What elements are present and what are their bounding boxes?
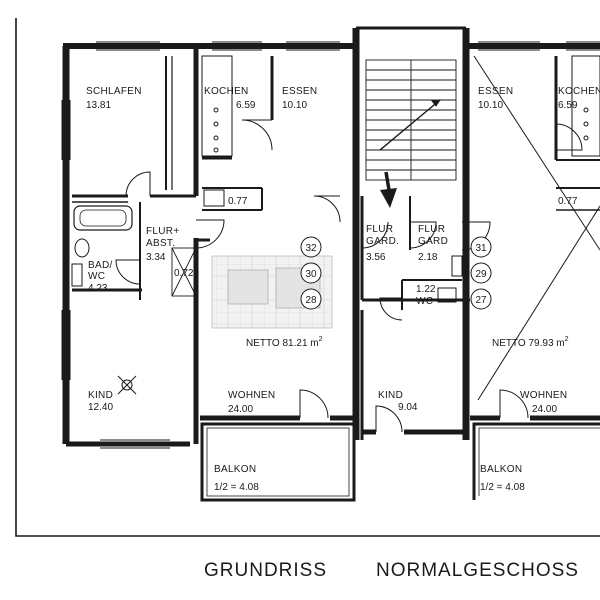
room-area: 13.81 (86, 100, 111, 111)
room-essen-left: ESSEN 10.10 (282, 86, 317, 111)
room-kochen-left: KOCHEN 6.59 (204, 86, 256, 111)
kitchen-fixtures-right (571, 55, 600, 157)
room-area: 1/2 = 4.08 (480, 482, 525, 493)
caption-left: GRUNDRISS (204, 560, 327, 581)
netto-area-right: NETTO 79.93 m2 (492, 336, 569, 349)
room-area: 6.59 (236, 100, 256, 111)
circle-marker: 28 (305, 295, 317, 306)
room-label: KOCHEN (204, 86, 249, 97)
wc-fixtures (437, 255, 463, 303)
room-kind-left: KIND 12.40 (88, 390, 113, 413)
room-area: 6.59 (558, 100, 578, 111)
circle-marker: 27 (475, 295, 487, 306)
netto-label: NETTO 79.93 m2 (492, 336, 569, 349)
storage-area: 0.72 (174, 268, 194, 279)
room-label: SCHLAFEN (86, 86, 142, 97)
room-label: BALKON (214, 464, 256, 475)
netto-area-left: NETTO 81.21 m2 (246, 336, 323, 349)
wash-basin-icon (71, 263, 83, 287)
caption-right: NORMALGESCHOSS (376, 560, 579, 581)
room-kochen-right: KOCHEN 6.59 (558, 86, 600, 111)
room-label: KOCHEN (558, 86, 600, 97)
kitchen-fixtures-left (201, 55, 233, 207)
room-essen-right: ESSEN 10.10 (478, 86, 513, 111)
room-wohnen-left: WOHNEN 24.00 (228, 390, 275, 415)
balcony-right (472, 422, 600, 500)
room-label: WOHNEN (228, 390, 275, 401)
room-bad-wc: BAD/ WC 4.23 (88, 260, 113, 294)
room-label: BAD/ (88, 260, 113, 271)
room-area: 1.22 (416, 284, 436, 295)
room-area: 10.10 (282, 100, 307, 111)
circle-marker: 30 (305, 269, 317, 280)
circle-marker: 29 (475, 269, 487, 280)
room-wc-middle: 1.22 WC (416, 284, 436, 307)
room-schlafen: SCHLAFEN 13.81 (86, 86, 142, 111)
storage-cross (171, 247, 197, 297)
room-label: FLUR (366, 224, 393, 235)
exterior-walls (62, 26, 600, 447)
entrance-arrow-icon (380, 171, 397, 208)
room-label: ABST. (146, 238, 175, 249)
diagonal-reference-lines (473, 55, 600, 401)
balcony-left (200, 422, 356, 502)
cupboard-area: 0.77 (558, 196, 578, 207)
cupboard-area-right: 0.77 (558, 196, 578, 207)
room-label: KIND (378, 390, 403, 401)
room-area: 24.00 (532, 404, 557, 415)
room-flur-gard-b: FLUR GARD 2.18 (418, 224, 448, 263)
room-label: BALKON (480, 464, 522, 475)
room-balkon-left: BALKON 1/2 = 4.08 (214, 464, 259, 493)
room-balkon-right: BALKON 1/2 = 4.08 (480, 464, 525, 493)
drawing-frame (15, 18, 600, 537)
room-flur-abst: FLUR+ ABST. 3.34 (146, 226, 179, 263)
room-area: 3.34 (146, 252, 166, 263)
room-wohnen-right: WOHNEN 24.00 (520, 390, 567, 415)
room-label: FLUR (418, 224, 445, 235)
circle-marker: 31 (475, 243, 487, 254)
room-label: GARD. (366, 236, 399, 247)
room-label: GARD (418, 236, 448, 247)
room-kind-middle: KIND 9.04 (378, 390, 418, 413)
circle-markers-left: 32 30 28 (300, 236, 322, 310)
bathtub-icon (73, 205, 133, 231)
netto-label: NETTO 81.21 m2 (246, 336, 323, 349)
room-flur-gard-a: FLUR GARD. 3.56 (366, 224, 399, 263)
room-label: WC (416, 296, 433, 307)
room-area: 2.18 (418, 252, 438, 263)
room-area: 3.56 (366, 252, 386, 263)
light-fixture-icon (117, 375, 137, 395)
cupboard-area-left: 0.77 (228, 196, 248, 207)
staircase (365, 59, 457, 181)
room-label: ESSEN (478, 86, 513, 97)
room-area: 4.23 (88, 283, 108, 294)
room-area: 1/2 = 4.08 (214, 482, 259, 493)
circle-marker: 32 (305, 243, 317, 254)
room-area: 10.10 (478, 100, 503, 111)
room-area: 9.04 (398, 402, 418, 413)
circle-markers-right: 31 29 27 (470, 236, 492, 310)
room-area: 24.00 (228, 404, 253, 415)
cupboard-area: 0.77 (228, 196, 248, 207)
toilet-icon (74, 238, 90, 258)
room-label: WC (88, 271, 105, 282)
storage-area-value: 0.72 (174, 268, 194, 279)
room-label: FLUR+ (146, 226, 179, 237)
room-label: ESSEN (282, 86, 317, 97)
plan-caption: GRUNDRISS NORMALGESCHOSS (204, 560, 579, 581)
room-label: KIND (88, 390, 113, 401)
windows (61, 41, 600, 449)
room-area: 12.40 (88, 402, 113, 413)
room-label: WOHNEN (520, 390, 567, 401)
